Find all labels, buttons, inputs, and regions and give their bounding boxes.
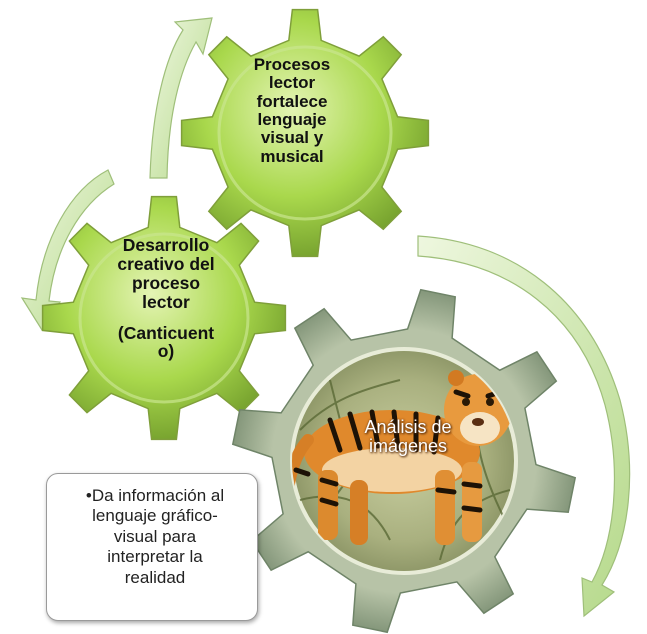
gear-analisis-imagenes bbox=[231, 288, 577, 634]
tiger-image bbox=[292, 370, 512, 561]
gear-desarrollo-creativo bbox=[41, 195, 287, 441]
note-line: realidad bbox=[124, 567, 186, 587]
cycle-arrow-right bbox=[417, 235, 631, 618]
gear-procesos-lector bbox=[180, 8, 430, 258]
note-text: •Da información al lenguaje gráfico- vis… bbox=[60, 486, 250, 588]
note-line: visual para bbox=[113, 526, 197, 546]
note-line: •Da información al bbox=[85, 486, 225, 505]
note-box bbox=[46, 473, 258, 621]
cycle-arrow-top bbox=[149, 17, 213, 179]
note-line: lenguaje gráfico- bbox=[92, 506, 218, 526]
note-line: interpretar la bbox=[107, 547, 203, 567]
